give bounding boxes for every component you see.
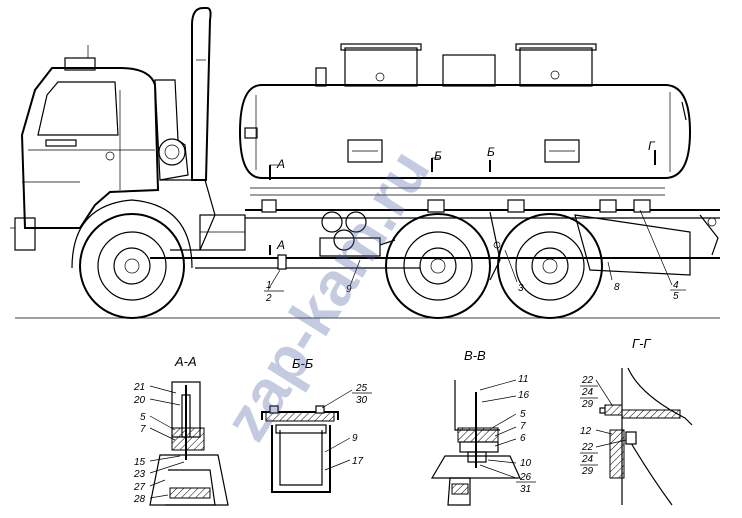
vv-label-31: 31 — [520, 484, 531, 495]
axle-bracket — [489, 211, 501, 281]
section-mark-a-bottom: A — [276, 238, 285, 252]
aa-label-5: 5 — [140, 412, 146, 423]
gg-label-22a: 22 — [581, 375, 594, 386]
section-aa-title: А-А — [174, 354, 197, 369]
aa-label-15: 15 — [134, 457, 146, 468]
vv-label-5: 5 — [520, 409, 526, 420]
watermark-text: zap-kam.ru — [211, 138, 443, 452]
callout-2: 2 — [265, 293, 272, 304]
middle-wheel — [385, 213, 491, 319]
rear-wheel — [497, 213, 603, 319]
vv-label-7: 7 — [520, 421, 526, 432]
vv-label-16: 16 — [518, 390, 530, 401]
section-marks: A A Б Б Г — [269, 139, 656, 255]
aa-label-28: 28 — [133, 494, 146, 505]
gg-label-29b: 29 — [581, 466, 594, 477]
section-vv-title: В-В — [464, 348, 486, 363]
gg-label-29a: 29 — [581, 399, 594, 410]
aa-label-27: 27 — [133, 482, 146, 493]
bb-label-25: 25 — [355, 383, 368, 394]
aa-label-23: 23 — [133, 469, 146, 480]
gg-label-22b: 22 — [581, 442, 594, 453]
section-mark-b-left: Б — [434, 149, 442, 163]
section-gg-title: Г-Г — [632, 336, 651, 351]
section-aa: А-А 21 20 5 7 15 23 27 28 — [133, 354, 229, 506]
truck-side-view: A A Б Б Г 1 2 9 3 8 4 5 — [10, 7, 720, 319]
bb-label-9: 9 — [352, 433, 358, 444]
callout-8: 8 — [614, 282, 620, 293]
callout-9: 9 — [346, 284, 352, 295]
engine-area — [154, 79, 246, 251]
gg-label-12: 12 — [580, 426, 592, 437]
callout-5: 5 — [673, 291, 679, 302]
pump-assembly — [319, 211, 396, 257]
vv-label-6: 6 — [520, 433, 526, 444]
gg-label-24b: 24 — [581, 454, 594, 465]
callout-4: 4 — [673, 280, 679, 291]
frame-brackets — [261, 199, 651, 270]
callout-1: 1 — [266, 280, 272, 291]
aa-label-7: 7 — [140, 424, 146, 435]
vv-label-11: 11 — [518, 374, 528, 385]
section-mark-a-top: A — [276, 157, 285, 171]
bb-label-30: 30 — [356, 395, 368, 406]
vv-label-26: 26 — [519, 472, 532, 483]
section-mark-b-right: Б — [487, 145, 495, 159]
bb-label-17: 17 — [352, 456, 364, 467]
section-gg: Г-Г 22 24 29 12 22 24 29 — [580, 336, 693, 506]
front-wheel — [71, 199, 193, 319]
fuel-tank — [238, 43, 692, 179]
vv-label-10: 10 — [520, 458, 532, 469]
gg-label-24a: 24 — [581, 387, 594, 398]
exhaust-pipe — [191, 7, 212, 181]
truck-cab — [10, 45, 160, 251]
section-bb: Б-Б 25 30 9 17 — [261, 356, 372, 493]
callout-3: 3 — [518, 283, 524, 294]
section-vv: В-В 11 16 5 7 6 10 26 31 — [430, 348, 536, 506]
section-mark-g: Г — [648, 139, 656, 153]
main-callouts: 1 2 9 3 8 4 5 — [264, 209, 686, 304]
section-bb-title: Б-Б — [292, 356, 314, 371]
aa-label-21: 21 — [133, 382, 145, 393]
aa-label-20: 20 — [133, 395, 146, 406]
